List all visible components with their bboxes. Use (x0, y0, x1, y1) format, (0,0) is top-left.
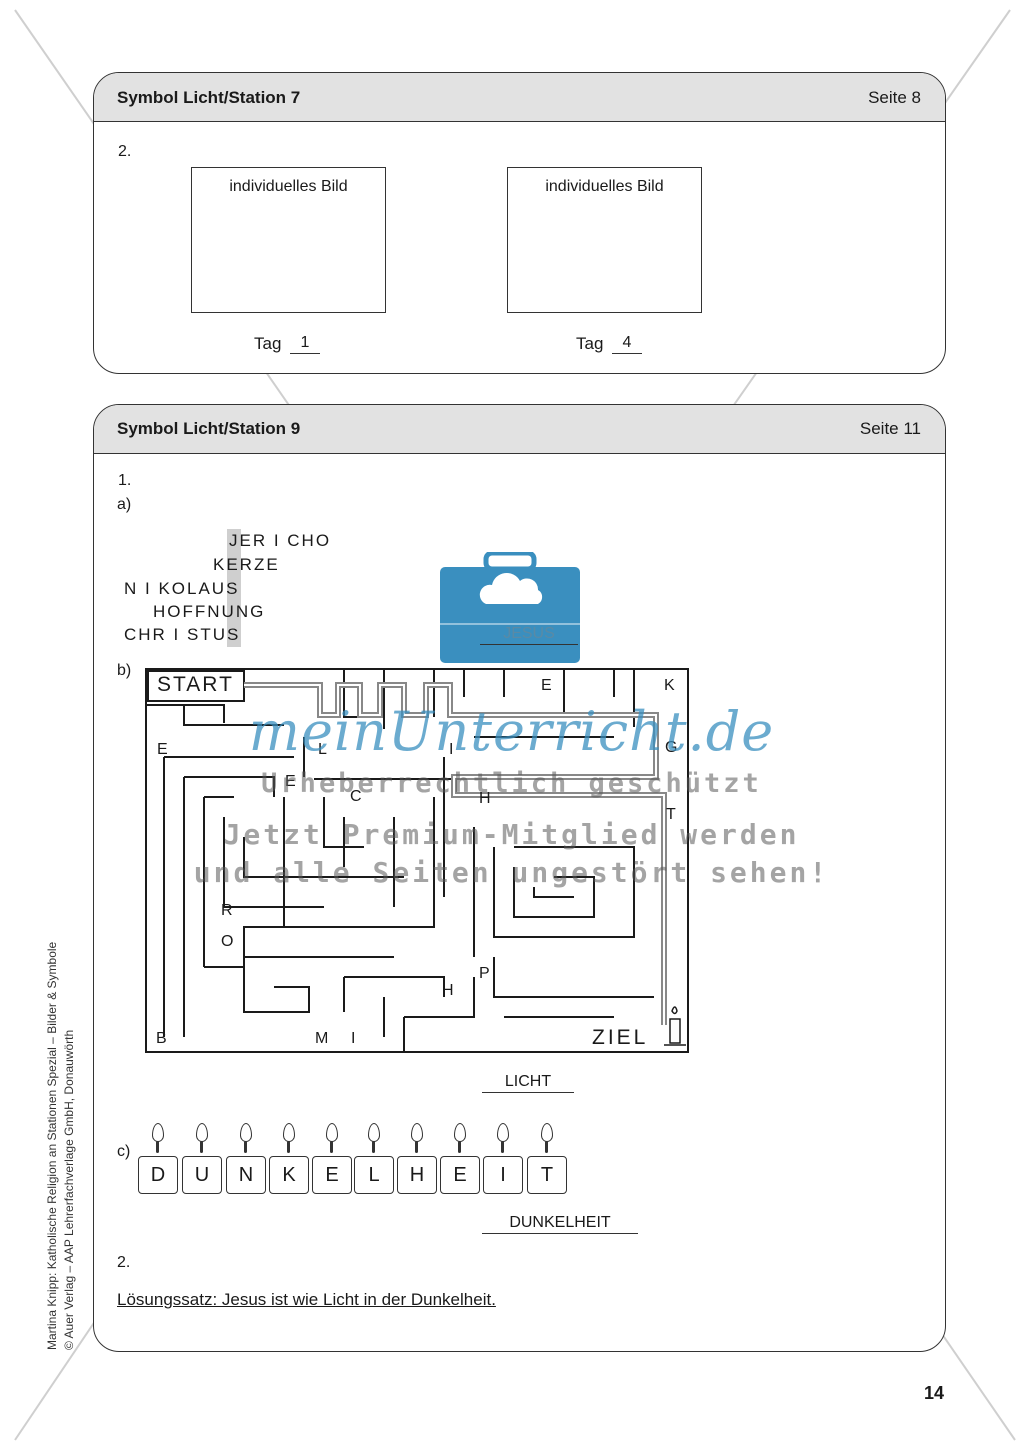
task-number-2: 2. (117, 1254, 131, 1271)
maze-letter: G (665, 739, 678, 756)
tag-value-2: 4 (612, 333, 642, 354)
word-kerze: KERZE (213, 555, 280, 574)
station7-page-ref: Seite 8 (868, 88, 921, 107)
station9-header: Symbol Licht/Station 9 Seite 11 (94, 405, 945, 454)
station9-title: Symbol Licht/Station 9 (117, 419, 301, 438)
candle-letter: E (312, 1123, 352, 1194)
maze-letter: R (221, 902, 233, 919)
maze-letter: E (285, 773, 296, 790)
word-column-highlight (227, 529, 241, 647)
candle-letter: T (527, 1123, 567, 1194)
word-christus: CHR I STUS (124, 625, 241, 644)
station9-page-ref: Seite 11 (859, 419, 921, 438)
candle-letter: N (226, 1123, 266, 1194)
candle-letter: K (269, 1123, 309, 1194)
part-c-label: c) (117, 1143, 131, 1160)
maze-letter: T (666, 806, 676, 823)
maze-letter: I (351, 1030, 356, 1047)
image-box-label: individuelles Bild (229, 178, 348, 195)
maze-letter: E (541, 677, 552, 694)
word-jericho: JER I CHO (229, 531, 332, 550)
candle-letter: E (440, 1123, 480, 1194)
answer-b: LICHT (482, 1072, 574, 1093)
station7-header: Symbol Licht/Station 7 Seite 8 (94, 73, 945, 122)
candle-letter: D (138, 1123, 178, 1194)
maze (145, 668, 689, 1053)
watermark-line1: Urheberrechtlich geschützt (261, 768, 762, 799)
word-nikolaus: N I KOLAUS (124, 579, 240, 598)
maze-goal-label: ZIEL (592, 1026, 649, 1049)
maze-start-label: START (157, 673, 234, 696)
image-box-day4: individuelles Bild (507, 167, 702, 313)
maze-letter: H (479, 790, 491, 807)
tag-value-1: 1 (290, 333, 320, 354)
maze-letter: P (479, 965, 490, 982)
maze-letter: L (318, 741, 327, 758)
answer-a: JESUS (480, 624, 578, 645)
part-a-label: a) (117, 496, 132, 513)
credit-line-2: © Auer Verlag – AAP Lehrerfachverlage Gm… (62, 1029, 76, 1350)
page-number: 14 (924, 1383, 945, 1403)
image-box-label: individuelles Bild (545, 178, 664, 195)
maze-letter: M (315, 1030, 329, 1047)
tag-label-1: Tag (254, 334, 282, 353)
maze-letter: B (156, 1030, 167, 1047)
task-number-1: 1. (118, 472, 132, 489)
watermark-brand: meinUnterricht.de (248, 700, 775, 763)
station7-card: Symbol Licht/Station 7 Seite 8 2. indivi… (93, 72, 946, 374)
watermark-line2: Jetzt Premium-Mitglied werden (223, 818, 800, 851)
candle-letter: L (354, 1123, 394, 1194)
maze-letter: H (442, 982, 454, 999)
maze-letter: I (449, 741, 454, 758)
watermark-line3: und alle Seiten ungestört sehen! (193, 856, 830, 889)
solution-sentence: Lösungssatz: Jesus ist wie Licht in der … (117, 1290, 496, 1309)
maze-letter: C (350, 788, 362, 805)
word-hoffnung: HOFFNUNG (153, 602, 266, 621)
tag-label-2: Tag (576, 334, 604, 353)
part-b-label: b) (117, 662, 132, 679)
task-number: 2. (118, 143, 132, 160)
candle-letter: U (182, 1123, 222, 1194)
maze-letter: O (221, 933, 234, 950)
credit-line-1: Martina Knipp: Katholische Religion an S… (45, 941, 59, 1350)
briefcase-logo-icon (440, 552, 580, 663)
maze-letter: K (664, 677, 675, 694)
answer-c: DUNKELHEIT (482, 1213, 638, 1234)
image-box-day1: individuelles Bild (191, 167, 386, 313)
maze-letter: E (157, 741, 168, 758)
station7-title: Symbol Licht/Station 7 (117, 88, 301, 107)
candle-letter: H (397, 1123, 437, 1194)
candle-letter: I (483, 1123, 523, 1194)
publisher-credit: Martina Knipp: Katholische Religion an S… (44, 942, 78, 1350)
